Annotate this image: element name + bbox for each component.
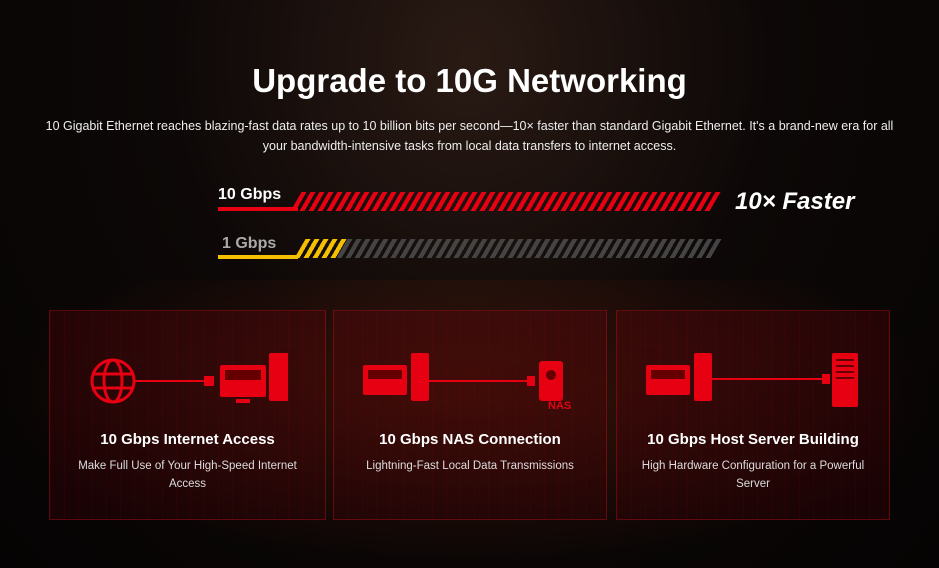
card-host-server: 10 Gbps Host Server Building High Hardwa… xyxy=(616,310,890,520)
card-desc: High Hardware Configuration for a Powerf… xyxy=(641,460,865,490)
faster-badge: 10× Faster xyxy=(735,188,855,215)
card-internet-access: 10 Gbps Internet Access Make Full Use of… xyxy=(49,310,326,520)
fast-underline xyxy=(218,207,298,211)
card-title: 10 Gbps Host Server Building xyxy=(647,431,859,448)
card-nas-connection: NAS 10 Gbps NAS Connection Lightning-Fas… xyxy=(333,310,607,520)
fast-label: 10 Gbps xyxy=(218,186,282,203)
pc-to-server-icon xyxy=(646,353,858,407)
pc-to-nas-icon: NAS xyxy=(363,353,571,411)
background xyxy=(0,280,939,568)
nas-label: NAS xyxy=(548,400,571,411)
card-desc: Lightning-Fast Local Data Transmissions xyxy=(366,460,574,472)
card-title: 10 Gbps NAS Connection xyxy=(379,431,561,448)
card-desc: Make Full Use of Your High-Speed Interne… xyxy=(78,460,297,490)
card-title: 10 Gbps Internet Access xyxy=(100,431,275,448)
intro-text: 10 Gigabit Ethernet reaches blazing-fast… xyxy=(45,119,894,153)
slow-underline xyxy=(218,255,298,259)
slow-label: 1 Gbps xyxy=(222,235,277,252)
page-title: Upgrade to 10G Networking xyxy=(252,62,687,99)
globe-to-pc-icon xyxy=(90,353,288,404)
slow-speed-bar xyxy=(336,239,722,258)
fast-speed-bar xyxy=(290,192,722,211)
